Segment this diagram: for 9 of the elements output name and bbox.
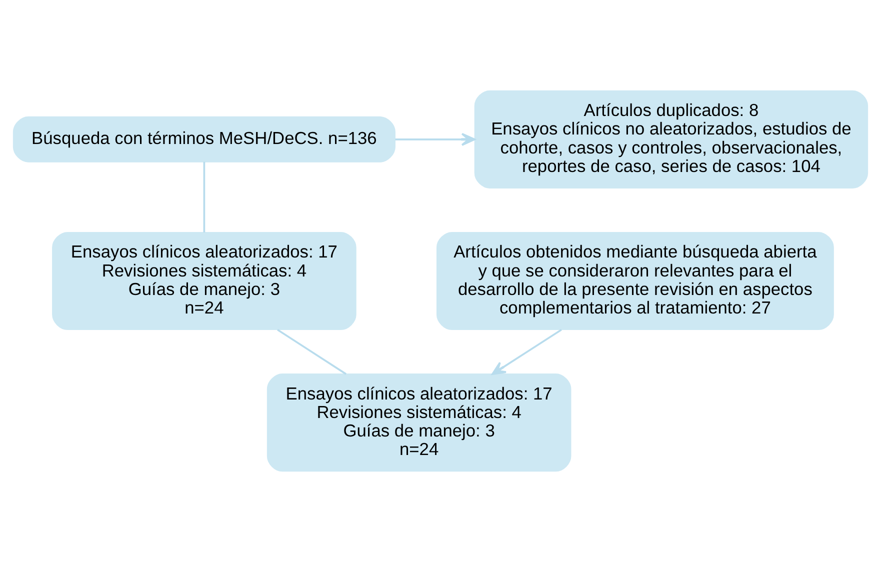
node-box: Artículos obtenidos mediante búsqueda abierta y que se consideraron relevantes para el desarrollo de la presente revisión en aspectos complementarios al tratamiento: 27 xyxy=(436,231,834,330)
node-box: Búsqueda con términos MeSH/DeCS. n=136 xyxy=(12,116,396,162)
node-box: Ensayos clínicos aleatorizados: 17 Revisiones sistemáticas: 4 Guías de manejo: 3 n=24 xyxy=(266,373,572,472)
connector xyxy=(277,328,347,374)
arrow xyxy=(395,132,476,146)
node-box: Artículos duplicados: 8 Ensayos clínicos no aleatorizados, estudios de cohorte, casos y controles, observacionales, reportes de caso, series de casos: 104 xyxy=(474,90,868,188)
connector xyxy=(203,161,206,232)
node-box: Ensayos clínicos aleatorizados: 17 Revisiones sistemáticas: 4 Guías de manejo: 3 n=24 xyxy=(52,231,356,330)
arrow xyxy=(492,328,562,375)
